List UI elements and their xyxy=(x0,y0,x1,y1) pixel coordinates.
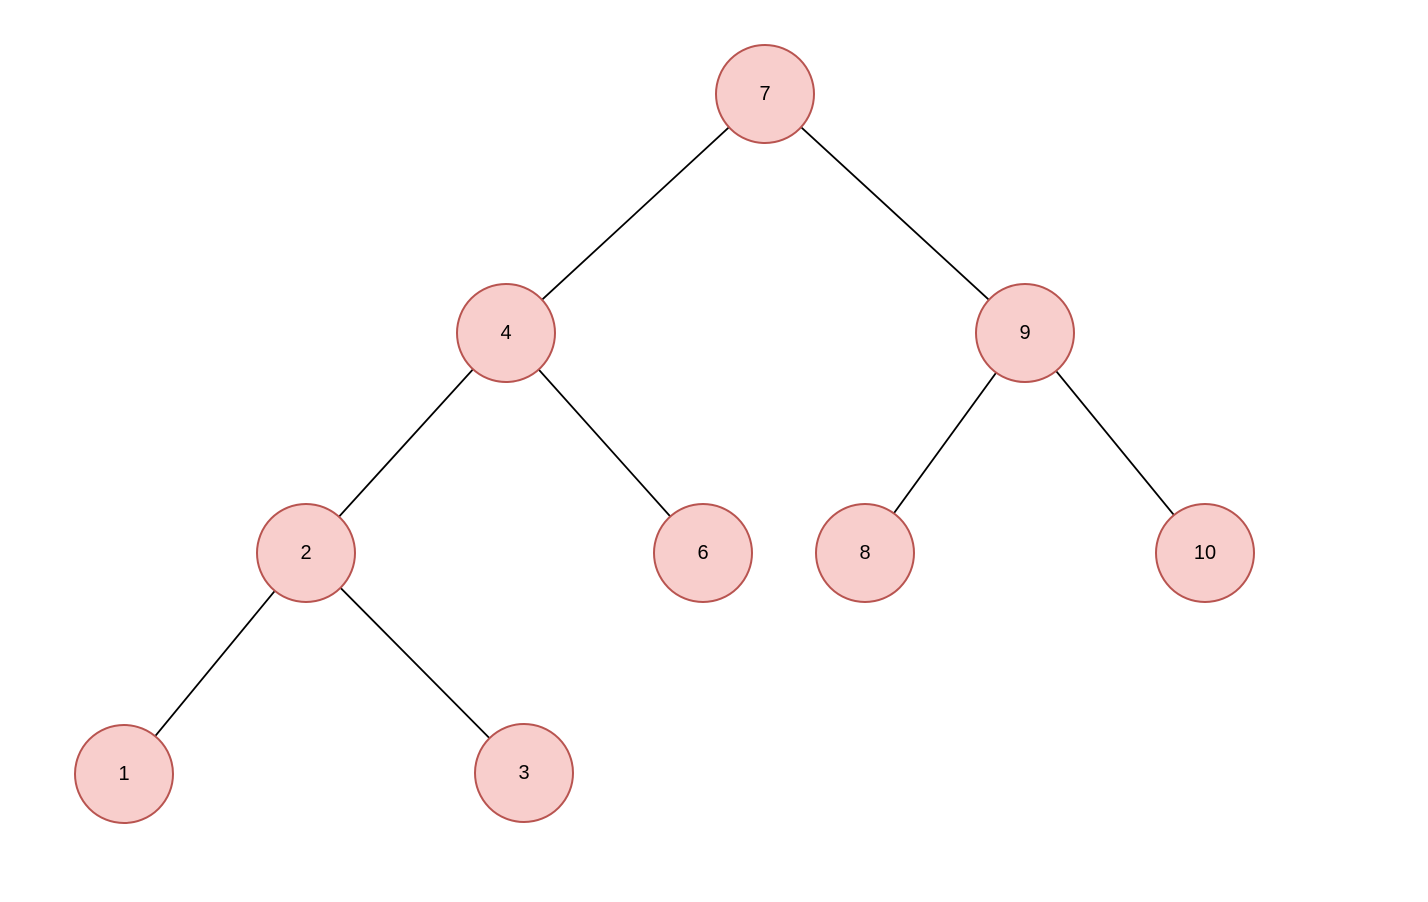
tree-node-2[interactable]: 2 xyxy=(256,503,356,603)
tree-node-8[interactable]: 8 xyxy=(815,503,915,603)
tree-edge-7-4 xyxy=(505,93,766,334)
tree-node-label: 10 xyxy=(1193,542,1217,564)
tree-node-label: 2 xyxy=(300,542,312,564)
tree-node-label: 3 xyxy=(518,762,530,784)
tree-node-6[interactable]: 6 xyxy=(653,503,753,603)
tree-node-label: 1 xyxy=(118,763,130,785)
tree-node-label: 4 xyxy=(500,322,512,344)
tree-node-label: 6 xyxy=(697,542,709,564)
tree-node-1[interactable]: 1 xyxy=(74,724,174,824)
tree-node-3[interactable]: 3 xyxy=(474,723,574,823)
tree-node-7[interactable]: 7 xyxy=(715,44,815,144)
tree-edge-7-9 xyxy=(764,93,1026,334)
tree-node-10[interactable]: 10 xyxy=(1155,503,1255,603)
tree-node-label: 8 xyxy=(859,542,871,564)
tree-node-label: 9 xyxy=(1019,322,1031,344)
tree-node-9[interactable]: 9 xyxy=(975,283,1075,383)
tree-node-label: 7 xyxy=(759,83,771,105)
tree-node-4[interactable]: 4 xyxy=(456,283,556,383)
